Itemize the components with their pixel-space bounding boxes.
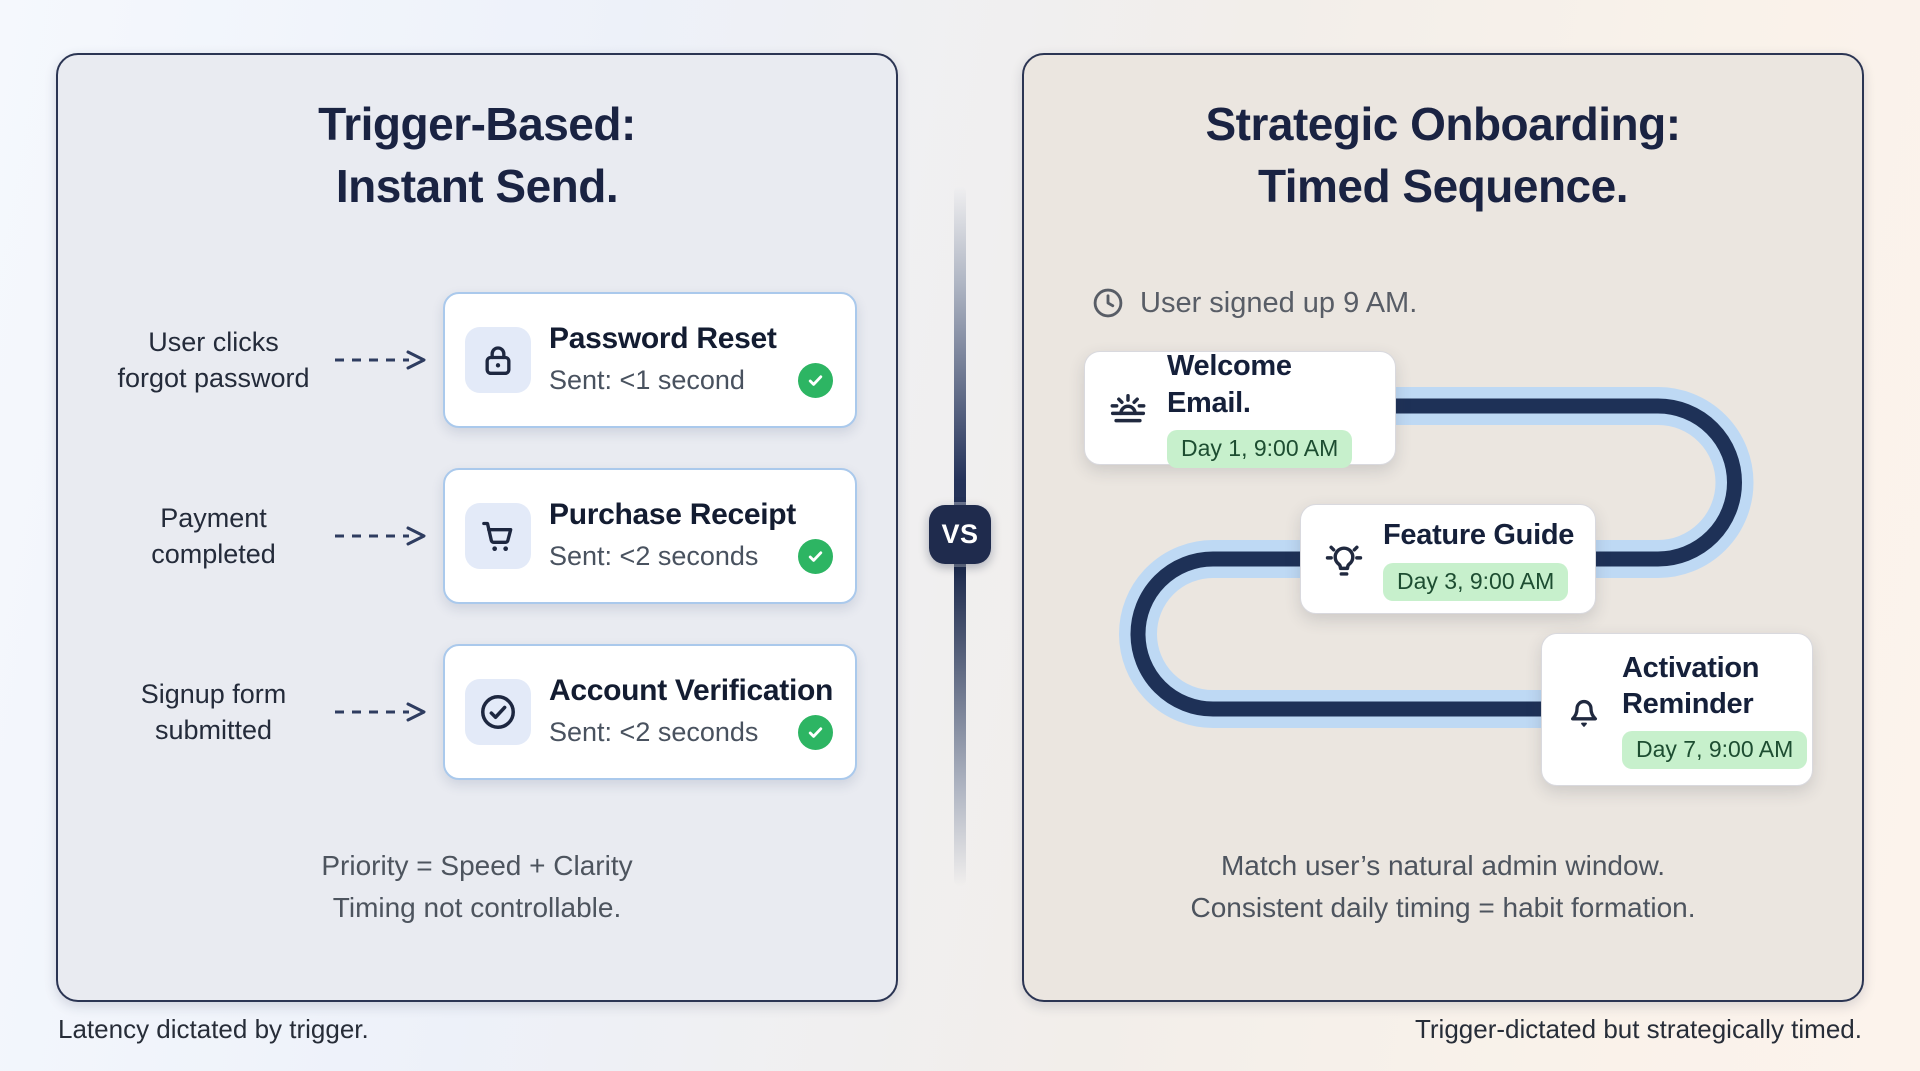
left-title-line1: Trigger-Based: [318, 98, 636, 150]
trigger-label-line2: forgot password [117, 363, 310, 393]
card-text-column: Password Reset Sent: <1 second [549, 322, 833, 398]
right-title-line1: Strategic Onboarding: [1205, 98, 1681, 150]
bell-icon [1570, 699, 1598, 727]
schedule-badge: Day 1, 9:00 AM [1167, 429, 1353, 468]
step-title: Feature Guide [1383, 519, 1575, 552]
success-check-icon [798, 363, 833, 398]
trigger-row-account-verification: Signup form submitted Account Verificati… [96, 644, 876, 780]
card-text-column: Purchase Receipt Sent: <2 seconds [549, 498, 833, 574]
trigger-row-purchase-receipt: Payment completed Purchase Receipt Sent:… [96, 468, 876, 604]
left-panel-summary: Priority = Speed + Clarity Timing not co… [58, 845, 896, 929]
trigger-label-line1: Payment [160, 502, 267, 533]
signup-note-text: User signed up 9 AM. [1140, 286, 1418, 319]
icon-wrap [1321, 536, 1367, 582]
trigger-label-line2: submitted [154, 715, 273, 745]
step-title: Activation Reminder [1622, 651, 1760, 720]
icon-tile [465, 679, 531, 745]
email-card-password-reset: Password Reset Sent: <1 second [443, 292, 857, 428]
clock-icon [1093, 288, 1123, 318]
success-check-icon [798, 539, 833, 574]
email-card-title: Purchase Receipt [549, 498, 796, 531]
right-panel-summary: Match user’s natural admin window. Consi… [1024, 845, 1862, 929]
icon-tile [465, 327, 531, 393]
left-summary-line1: Priority = Speed + Clarity [321, 850, 633, 881]
step-card-activation-reminder: Activation Reminder Day 7, 9:00 AM [1541, 633, 1813, 786]
dashed-arrow-icon [333, 523, 433, 549]
schedule-badge: Day 3, 9:00 AM [1383, 562, 1569, 601]
right-summary-line2: Consistent daily timing = habit formatio… [1190, 892, 1696, 923]
email-card-status: Sent: <2 seconds [549, 717, 759, 747]
email-card-status: Sent: <2 seconds [549, 541, 759, 571]
shopping-cart-icon [482, 521, 513, 551]
trigger-label-line2: completed [151, 539, 276, 569]
email-card-title: Password Reset [549, 322, 777, 355]
card-status-row: Sent: <1 second [549, 363, 833, 398]
card-status-row: Sent: <2 seconds [549, 539, 833, 574]
icon-wrap [1105, 385, 1151, 431]
icon-tile [465, 503, 531, 569]
check-circle-icon [481, 695, 515, 729]
email-card-title: Account Verification [549, 674, 834, 707]
signup-note-row: User signed up 9 AM. [1090, 285, 1417, 321]
vs-badge: VS [929, 505, 991, 564]
email-card-purchase-receipt: Purchase Receipt Sent: <2 seconds [443, 468, 857, 604]
lightbulb-icon [1325, 545, 1363, 576]
left-summary-line2: Timing not controllable. [332, 892, 622, 923]
dashed-arrow-icon [333, 699, 433, 725]
right-footer-note: Trigger-dictated but strategically timed… [1414, 1014, 1862, 1044]
step-text-column: Activation Reminder Day 7, 9:00 AM [1622, 650, 1808, 770]
left-footer-note: Latency dictated by trigger. [58, 1014, 369, 1044]
step-text-column: Feature Guide Day 3, 9:00 AM [1383, 517, 1575, 601]
right-panel-title: Strategic Onboarding: Timed Sequence. [1024, 93, 1862, 217]
left-title-line2: Instant Send. [335, 160, 619, 213]
icon-wrap [1562, 688, 1606, 732]
success-check-icon [798, 715, 833, 750]
schedule-badge: Day 7, 9:00 AM [1622, 731, 1808, 770]
trigger-label-line1: User clicks [148, 326, 279, 357]
trigger-label: User clicks forgot password [96, 324, 331, 397]
trigger-label: Signup form submitted [96, 676, 331, 749]
step-card-feature-guide: Feature Guide Day 3, 9:00 AM [1300, 504, 1596, 614]
email-card-account-verification: Account Verification Sent: <2 seconds [443, 644, 857, 780]
left-panel-title: Trigger-Based: Instant Send. [58, 93, 896, 217]
email-card-status: Sent: <1 second [549, 365, 745, 395]
strategic-onboarding-panel: Strategic Onboarding: Timed Sequence. Us… [1022, 53, 1864, 1002]
trigger-label: Payment completed [96, 500, 331, 573]
step-title: Welcome Email. [1167, 350, 1292, 419]
trigger-based-panel: Trigger-Based: Instant Send. User clicks… [56, 53, 898, 1002]
card-status-row: Sent: <2 seconds [549, 715, 833, 750]
right-title-line2: Timed Sequence. [1257, 160, 1629, 213]
right-summary-line1: Match user’s natural admin window. [1220, 850, 1666, 881]
lock-icon [485, 346, 511, 375]
dashed-arrow-icon [333, 347, 433, 373]
sunrise-icon [1110, 394, 1146, 423]
card-text-column: Account Verification Sent: <2 seconds [549, 674, 833, 750]
step-text-column: Welcome Email. Day 1, 9:00 AM [1167, 348, 1375, 468]
step-card-welcome-email: Welcome Email. Day 1, 9:00 AM [1084, 348, 1396, 468]
trigger-label-line1: Signup form [140, 678, 287, 709]
trigger-row-password-reset: User clicks forgot password Password Res… [96, 292, 876, 428]
